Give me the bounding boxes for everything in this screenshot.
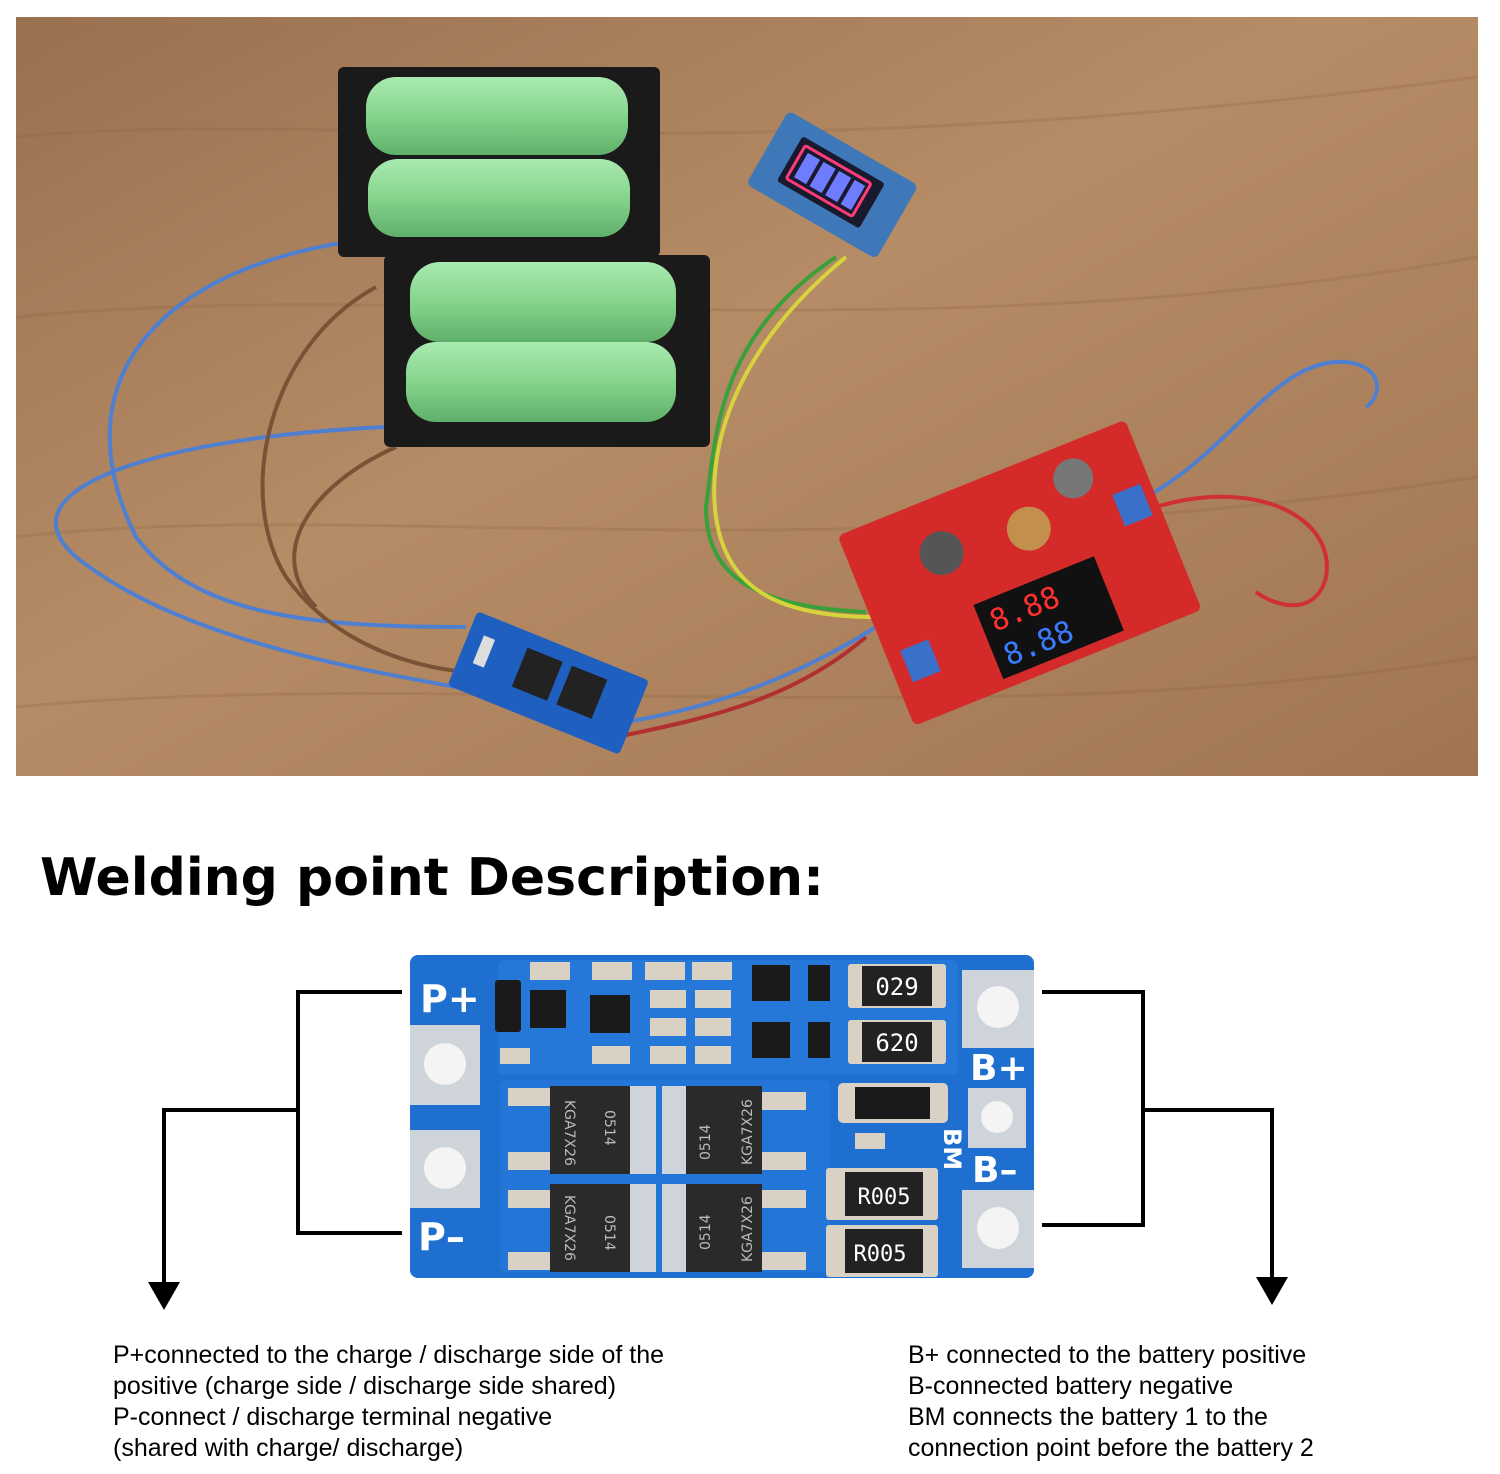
mosfet-code: 0514	[601, 1110, 617, 1146]
mosfet-code: KGA7X26	[740, 1196, 756, 1262]
left-arrow-head	[148, 1282, 180, 1310]
wires	[53, 240, 1379, 739]
label-bm: BM	[938, 1128, 966, 1170]
pad-b-minus	[962, 1190, 1034, 1268]
battery-holder-bottom	[384, 255, 710, 447]
resistor-code: R005	[858, 1185, 911, 1210]
resistor-r005-top: R005	[826, 1168, 938, 1220]
mosfet-code: 0514	[698, 1124, 714, 1160]
connector-lines	[162, 990, 1274, 1290]
charger-module-photo: 8.88 8.88	[839, 421, 1200, 725]
battery-level-indicator	[748, 112, 917, 257]
bms-pcb: P+ P– B+ B– BM	[410, 955, 1034, 1278]
description-line: positive (charge side / discharge side s…	[113, 1372, 617, 1400]
label-p-plus: P+	[420, 977, 480, 1021]
resistor-r005-bottom: R005	[826, 1225, 938, 1277]
description-line: BM connects the battery 1 to the	[908, 1403, 1268, 1431]
section-heading: Welding point Description:	[40, 848, 824, 908]
description-line: P-connect / discharge terminal negative	[113, 1403, 553, 1431]
mosfet-top-right: 0514 KGA7X26	[662, 1086, 806, 1174]
right-arrow-head	[1256, 1277, 1288, 1305]
description-right: B+ connected to the battery positive B-c…	[908, 1340, 1314, 1464]
label-p-minus: P–	[418, 1215, 465, 1259]
description-line: connection point before the battery 2	[908, 1434, 1314, 1462]
mosfet-code: 0514	[698, 1214, 714, 1250]
mosfet-code: KGA7X26	[561, 1100, 577, 1166]
mosfet-top-left: KGA7X26 0514	[508, 1086, 656, 1174]
pad-b-plus	[962, 970, 1034, 1048]
mosfet-code: KGA7X26	[561, 1195, 577, 1261]
diode	[838, 1083, 948, 1123]
battery-holder-top	[338, 67, 660, 257]
resistor-code: 620	[875, 1029, 918, 1057]
description-line: (shared with charge/ discharge)	[113, 1434, 464, 1462]
label-b-plus: B+	[970, 1048, 1028, 1089]
description-line: P+connected to the charge / discharge si…	[113, 1341, 665, 1369]
wood-table	[16, 17, 1478, 776]
welding-point-diagram: P+ P– B+ B– BM	[148, 955, 1288, 1310]
pad-p-minus-area	[410, 1130, 480, 1208]
mosfet-code: 0514	[601, 1215, 617, 1251]
resistor-code: 029	[875, 973, 918, 1001]
description-line: B+ connected to the battery positive	[908, 1341, 1307, 1369]
pad-bm	[968, 1088, 1026, 1148]
label-b-minus: B–	[972, 1150, 1017, 1191]
mosfet-code: KGA7X26	[740, 1099, 756, 1165]
product-photo: 8.88 8.88	[16, 17, 1478, 776]
pad-p-plus-area	[410, 1025, 480, 1105]
resistor-029: 029	[848, 964, 946, 1008]
resistor-code: R005	[854, 1242, 907, 1267]
description-left: P+connected to the charge / discharge si…	[113, 1340, 664, 1464]
mosfet-bottom-left: KGA7X26 0514	[508, 1184, 656, 1272]
resistor-620: 620	[848, 1020, 946, 1064]
description-line: B-connected battery negative	[908, 1372, 1234, 1400]
mosfet-bottom-right: 0514 KGA7X26	[662, 1184, 806, 1272]
smd-components	[495, 962, 885, 1149]
bms-board-photo	[448, 612, 648, 754]
